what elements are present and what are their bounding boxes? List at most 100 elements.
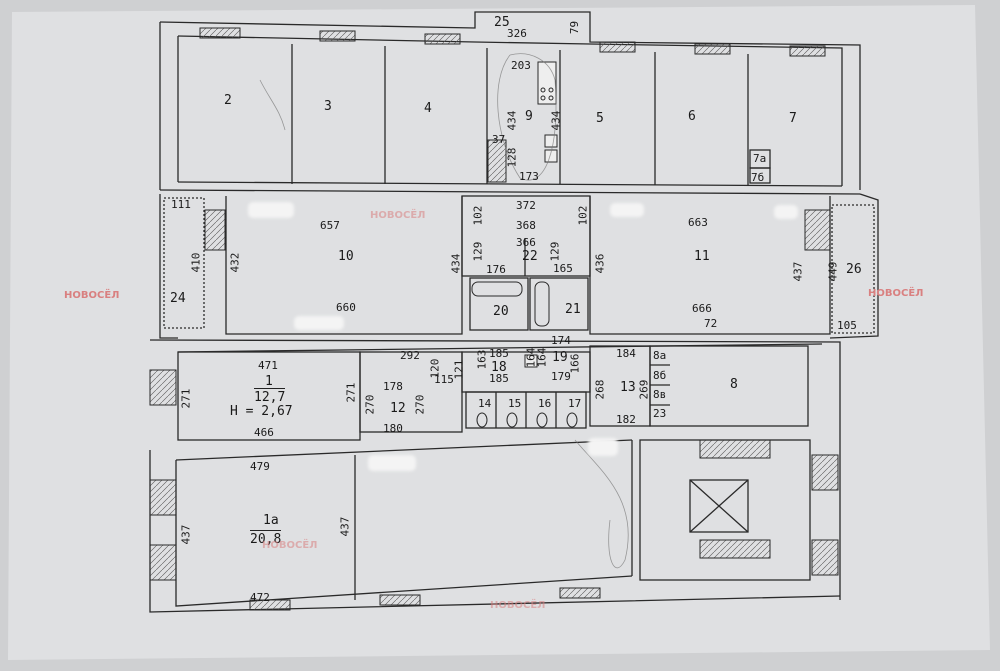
room-label: 7а [753,152,767,165]
room-label: 9 [525,109,533,124]
room-label: 17 [568,397,582,410]
dimension: 366 [516,236,536,249]
dimension: 479 [250,460,270,473]
room-label: 3 [324,99,332,114]
room-label: 18 [491,360,507,375]
room-label: 13 [620,380,636,395]
dimension: 472 [250,591,270,604]
dimension: 121 [452,359,466,380]
room-label: 2 [224,93,232,108]
dimension: 164 [535,347,549,368]
dimension: 292 [400,349,420,362]
redaction-blot [588,438,618,456]
dimension: 72 [704,317,718,330]
watermark-logo: НОВОСЁЛ [370,210,426,221]
redaction-blot [368,455,416,471]
room-label: 24 [170,291,186,306]
dimension: 129 [471,241,485,262]
dimension: 410 [189,252,203,273]
watermark-logo: НОВОСЁЛ [64,290,120,301]
dimension: 326 [507,27,527,40]
room-label: 1а [263,513,279,528]
dimension: 271 [344,382,358,403]
room-label: 19 [552,350,568,365]
room-label: 8а [653,349,667,362]
dimension: 182 [616,413,636,426]
dimension: 436 [593,253,607,274]
room-label: 15 [508,397,522,410]
dimension: 129 [548,241,562,262]
dimension: 269 [637,379,651,400]
room-label: 23 [653,407,667,420]
dimension: 115 [434,373,454,386]
dimension: 111 [171,198,191,211]
dimension: 185 [489,347,509,360]
dimension: 179 [551,370,571,383]
paper-sheet [8,5,990,660]
dimension: 666 [692,302,712,315]
dimension: 434 [449,253,463,274]
room-label: 5 [596,111,604,126]
room-label: 8б [653,369,667,382]
dimension: 128 [505,147,519,168]
dimension: 372 [516,199,536,212]
dimension: 660 [336,301,356,314]
dimension: 102 [576,205,590,226]
room-label: 22 [522,249,538,264]
redaction-blot [294,316,344,330]
room-area: 20,8 [250,530,282,547]
redaction-blot [774,205,798,219]
dimension: 166 [568,353,582,374]
room-label: 21 [565,302,581,317]
room-label: 12 [390,401,406,416]
dimension: 471 [258,359,278,372]
dimension: 466 [254,426,274,439]
dimension: 178 [383,380,403,393]
redaction-blot [610,203,644,217]
dimension: 434 [549,110,563,131]
dimension: 663 [688,216,708,229]
dimension: 268 [593,379,607,400]
room-label: 7б [751,171,765,184]
room-label: 16 [538,397,552,410]
dimension: 437 [179,524,193,545]
watermark-logo: НОВОСЁЛ [868,288,924,299]
inner-wall-top [177,35,843,186]
dimension: 185 [489,372,509,385]
room-label: 1 [265,374,273,389]
room-label: 20 [493,304,509,319]
dimension: 437 [338,516,352,537]
dimension: 449 [826,261,840,282]
room-label: 8 [730,377,738,392]
dimension: 270 [363,394,377,415]
dimension: 174 [551,334,571,347]
dimension: 271 [179,388,193,409]
dimension: 437 [791,261,805,282]
dimension: 184 [616,347,636,360]
redaction-blot [248,202,294,218]
dimension: 79 [568,20,582,35]
room-label: 25 [494,15,510,30]
room-label: 26 [846,262,862,277]
room-label: 8в [653,388,667,401]
room-label: 7 [789,111,797,126]
room-label: 11 [694,249,710,264]
room-label: 14 [478,397,492,410]
watermark-logo: НОВОСЁЛ [262,540,318,551]
dimension: 105 [837,319,857,332]
watermark-logo: НОВОСЁЛ [490,600,546,611]
dimension: 173 [519,170,539,183]
dimension: 176 [486,263,506,276]
dimension: 180 [383,422,403,435]
dimension: 432 [228,252,242,273]
dimension: 37 [492,133,506,146]
dimension: 203 [511,59,531,72]
room-label: 4 [424,101,432,116]
outer-wall-top [159,11,861,190]
ceiling-height: H = 2,67 [230,404,293,419]
dimension: 270 [413,394,427,415]
room-label: 10 [338,249,354,264]
dimension: 165 [553,262,573,275]
